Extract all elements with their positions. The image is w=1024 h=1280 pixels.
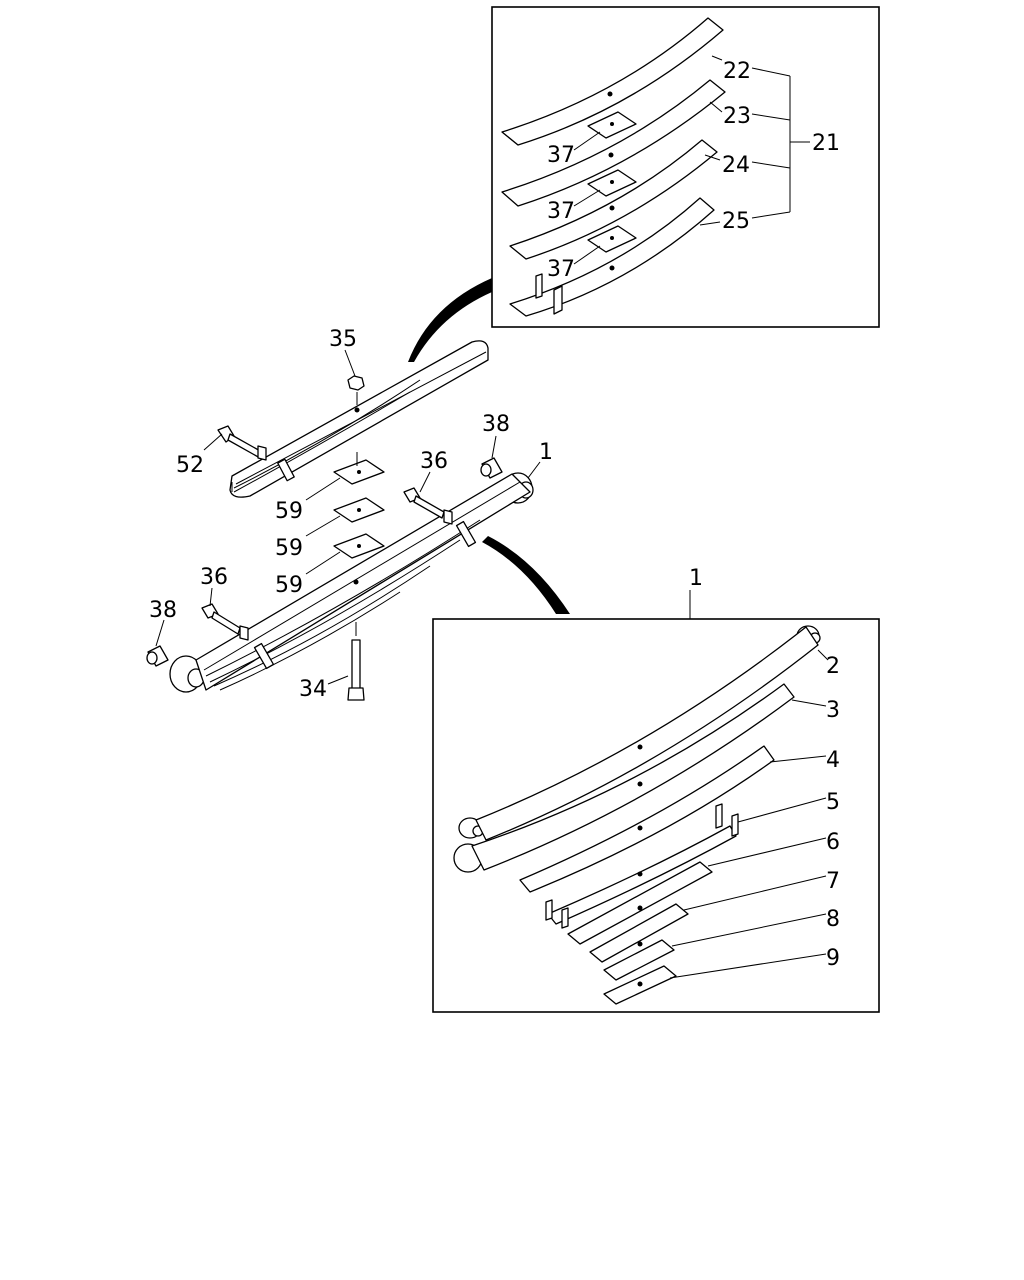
helper-inset-leaders bbox=[573, 55, 810, 265]
connector-arrow-top bbox=[408, 278, 492, 362]
callout-37-a: 37 bbox=[547, 143, 575, 168]
callout-25: 25 bbox=[722, 209, 750, 234]
callout-37-b: 37 bbox=[547, 199, 575, 224]
callout-23: 23 bbox=[723, 104, 751, 129]
callout-35: 35 bbox=[329, 327, 357, 352]
callout-3: 3 bbox=[826, 698, 840, 723]
bolt-52 bbox=[217, 425, 267, 461]
bolt-36-bottom bbox=[201, 603, 249, 641]
helper-leaf-22 bbox=[501, 17, 724, 146]
callout-38-top: 38 bbox=[482, 412, 510, 437]
callout-22: 22 bbox=[723, 59, 751, 84]
helper-spring-pack bbox=[229, 340, 489, 498]
main-inset-leaders bbox=[669, 649, 829, 979]
connector-arrow-bottom bbox=[482, 536, 570, 614]
main-leaf-4 bbox=[519, 745, 775, 893]
main-leaf-9 bbox=[603, 965, 677, 1005]
helper-spring-inset-frame bbox=[491, 6, 880, 328]
callout-36-top: 36 bbox=[420, 449, 448, 474]
center-bolt-34 bbox=[347, 622, 365, 701]
callout-1: 1 bbox=[539, 440, 553, 465]
helper-spring-inset: 22 23 24 25 21 37 37 37 bbox=[491, 6, 880, 328]
callout-36-bottom: 36 bbox=[200, 565, 228, 590]
main-leaf-6 bbox=[567, 861, 713, 945]
callout-8: 8 bbox=[826, 907, 840, 932]
spacer-plate-59-c bbox=[333, 533, 385, 559]
callout-7: 7 bbox=[826, 869, 840, 894]
main-leaf-2 bbox=[458, 625, 821, 841]
callout-1-inset-title: 1 bbox=[689, 566, 703, 591]
callout-59-a: 59 bbox=[275, 499, 303, 524]
main-leaf-8 bbox=[603, 939, 675, 981]
main-spring-pack bbox=[169, 472, 534, 693]
callout-9: 9 bbox=[826, 946, 840, 971]
callout-6: 6 bbox=[826, 830, 840, 855]
callout-5: 5 bbox=[826, 790, 840, 815]
leaf-spring-assembly: 35 52 38 1 36 59 59 59 36 38 34 bbox=[146, 327, 553, 702]
assembly-leaders bbox=[155, 349, 541, 685]
callout-2: 2 bbox=[826, 654, 840, 679]
spacer-plate-59-a bbox=[333, 452, 385, 485]
bolt-36-top bbox=[403, 487, 453, 525]
main-leaf-3 bbox=[453, 683, 795, 873]
spacer-plate-59-b bbox=[333, 497, 385, 523]
main-spring-inset: 1 bbox=[432, 566, 880, 1013]
callout-38-bottom: 38 bbox=[149, 598, 177, 623]
callout-21: 21 bbox=[812, 131, 840, 156]
callout-34: 34 bbox=[299, 677, 327, 702]
callout-59-c: 59 bbox=[275, 573, 303, 598]
main-spring-inset-frame bbox=[432, 618, 880, 1013]
callout-52: 52 bbox=[176, 453, 204, 478]
callout-37-c: 37 bbox=[547, 257, 575, 282]
callout-59-b: 59 bbox=[275, 536, 303, 561]
bushing-38-bottom bbox=[146, 645, 169, 667]
callout-24: 24 bbox=[722, 153, 750, 178]
helper-leaf-24 bbox=[509, 139, 718, 260]
bushing-38-top bbox=[480, 457, 503, 479]
nut-35 bbox=[347, 375, 365, 405]
callout-4: 4 bbox=[826, 748, 840, 773]
helper-leaf-25 bbox=[509, 197, 715, 317]
helper-leaf-23 bbox=[501, 79, 726, 207]
main-leaf-7 bbox=[589, 903, 689, 963]
